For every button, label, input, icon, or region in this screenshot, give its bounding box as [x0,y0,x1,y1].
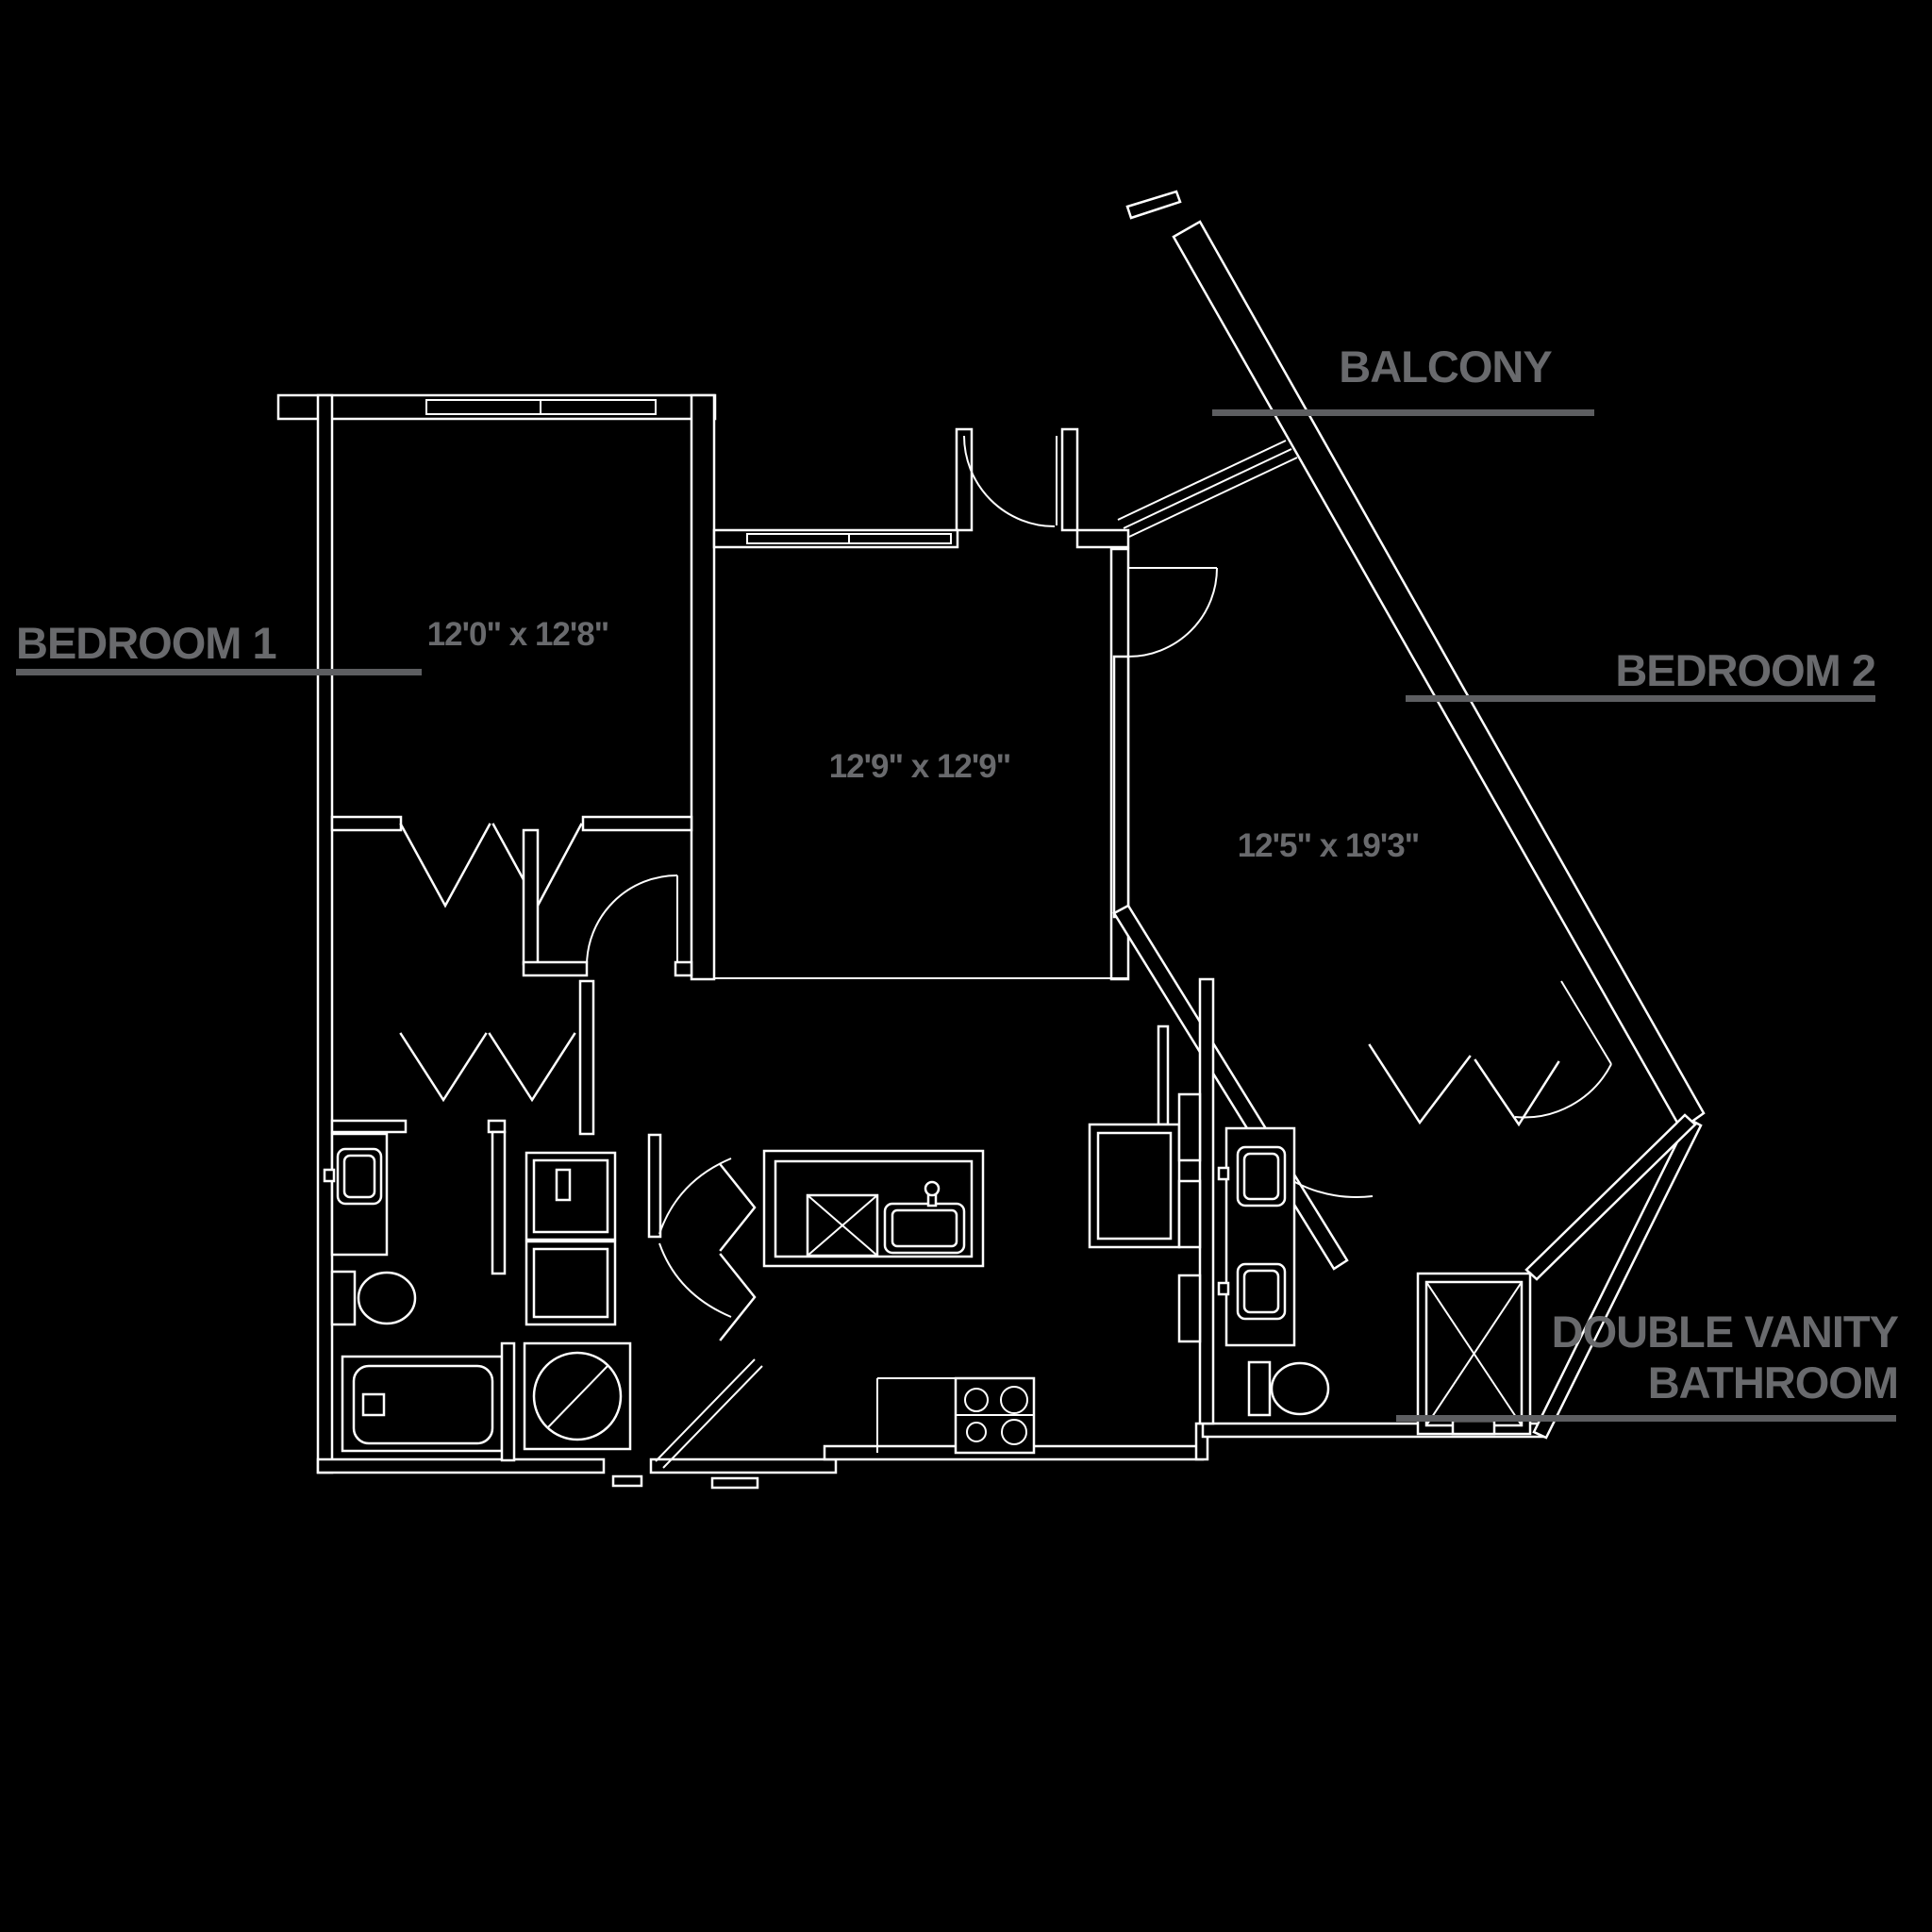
closet-bifold-doors [1368,1043,1560,1127]
faucet-icon [1217,1281,1230,1296]
vestibule-jamb-left [955,427,974,532]
toilet [1247,1360,1330,1417]
wall-bath1-top-a [330,1119,408,1134]
bathroom-2 [1217,1126,1532,1436]
vanity-sink [323,1132,389,1257]
balcony-label: BALCONY [1339,341,1552,391]
balcony-rail-cap [1125,190,1182,220]
closet-bifold-doors [399,823,583,908]
bathtub [341,1355,504,1453]
laundry-cabinet-inner [532,1247,609,1319]
shower [1416,1272,1532,1436]
tub-faucet-icon [361,1392,386,1417]
kitchen-sink [883,1180,966,1255]
entry-vestibule [955,427,1079,532]
dishwasher [806,1193,879,1257]
laundry-door-arc [658,1242,732,1318]
toilet [330,1270,417,1326]
balcony [1117,190,1706,1131]
sliding-glass-door [1117,440,1298,538]
vestibule-jamb-right [1060,427,1079,532]
bedroom2-label: BEDROOM 2 [1615,645,1875,695]
pantry-cabinets [1177,1092,1202,1343]
wall-bedroom1-right [690,393,716,981]
bedroom1-leader [16,669,422,675]
kitchen [719,977,1215,1455]
bath1-door-arc [658,1158,732,1235]
entry-door [611,1358,763,1490]
bedroom2-dimensions: 12'5" x 19'3" [1238,827,1420,864]
bathroom-leader [1396,1415,1896,1422]
washer [525,1151,617,1241]
wall-bottom-left [316,1457,606,1474]
wall-bedroom1-bottom-a [330,815,403,832]
balcony-rail [1172,220,1706,1131]
threshold [611,1474,643,1488]
wall-bedroom1-door-a [522,960,589,977]
shower-door [1451,1419,1496,1436]
bedroom1-door-arc [586,874,678,967]
bathroom-1 [323,1119,516,1462]
wall-bedroom1-bottom-b [581,815,693,832]
wall-hall-jamb [578,979,595,1136]
faucet-icon [323,1168,336,1183]
bathroom-label-line2: BATHROOM [1648,1357,1898,1407]
faucet-icon [1217,1166,1230,1181]
wall-laundry [647,1133,662,1239]
washer-handle [555,1168,572,1202]
vestibule-door-arc [963,435,1056,527]
wall-kitchen-bath [1198,977,1215,1425]
bedroom2-leader [1406,695,1875,702]
refrigerator [1088,1123,1181,1249]
wall-bottom-mid [649,1457,838,1474]
laundry [523,1133,732,1451]
labels: BEDROOM 1 BALCONY BEDROOM 2 DOUBLE VANIT… [16,341,1900,1422]
bathroom-label-line1: DOUBLE VANITY [1552,1307,1899,1357]
wall-bath1-top-b [487,1119,507,1134]
balcony-leader [1212,409,1594,416]
bedroom2-door-arc [1127,567,1218,658]
bedroom2-closet [1368,980,1697,1281]
threshold [710,1476,759,1490]
bedroom1-label: BEDROOM 1 [16,618,276,668]
bedroom1-dimensions: 12'0" x 12'8" [427,616,609,653]
closet-bifold-doors [399,1032,576,1103]
closet-door-arc [1514,1063,1612,1119]
wall-living-top-b [1075,528,1130,549]
bedroom-1 [330,393,716,981]
wall-angled-southeast [1532,1117,1703,1440]
wall-bedroom1-door-b [674,960,693,977]
wall-dressing [522,828,540,966]
wall-angled-closet [1524,1113,1697,1281]
wall-bath1-right [491,1130,507,1275]
hall-closet [399,979,595,1136]
pantry-bifold-doors [719,1163,757,1341]
dryer [523,1341,632,1451]
living-dimensions: 12'9" x 12'9" [829,748,1011,785]
wall-left [316,393,334,1474]
faucet-icon [924,1180,941,1197]
wall-hall-bedroom2 [1112,655,1130,919]
range [954,1376,1036,1455]
wall-fridge-nook [1157,1024,1170,1126]
wall-tub-nook [500,1341,516,1462]
closet-door-leaf [1560,980,1612,1065]
double-vanity-sinks [1217,1145,1287,1321]
